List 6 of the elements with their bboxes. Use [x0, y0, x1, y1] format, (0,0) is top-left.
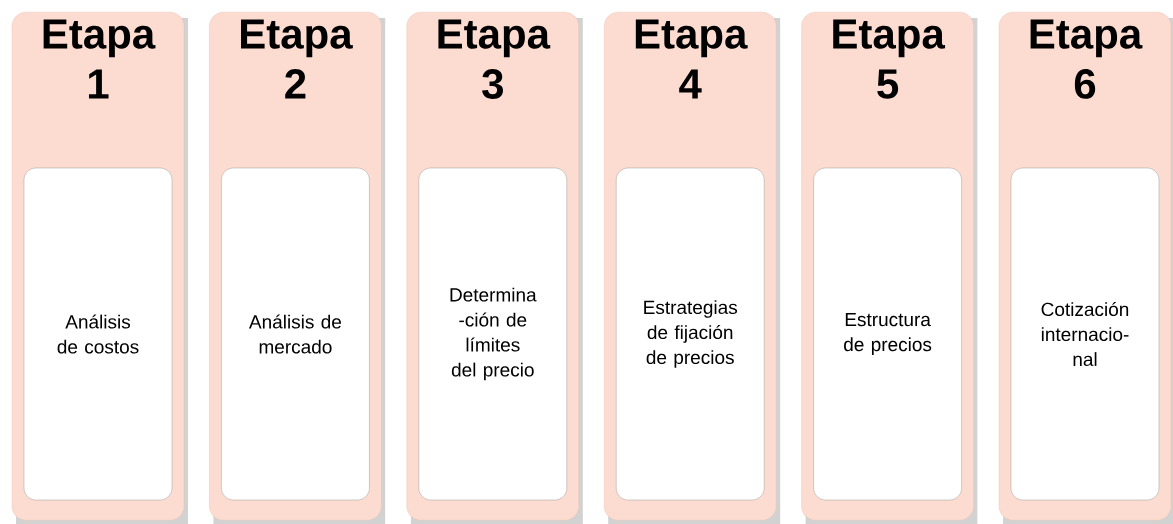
step-box: Estrategias de fijación de precios [616, 167, 765, 501]
step-box: Estructura de precios [813, 167, 962, 501]
step-box: Análisis de costos [23, 167, 173, 501]
step-box: Determina -ción de límites del precio [418, 167, 567, 501]
step-box: Cotización internacio- nal [1010, 167, 1160, 501]
step-box: Análisis de mercado [221, 167, 370, 501]
